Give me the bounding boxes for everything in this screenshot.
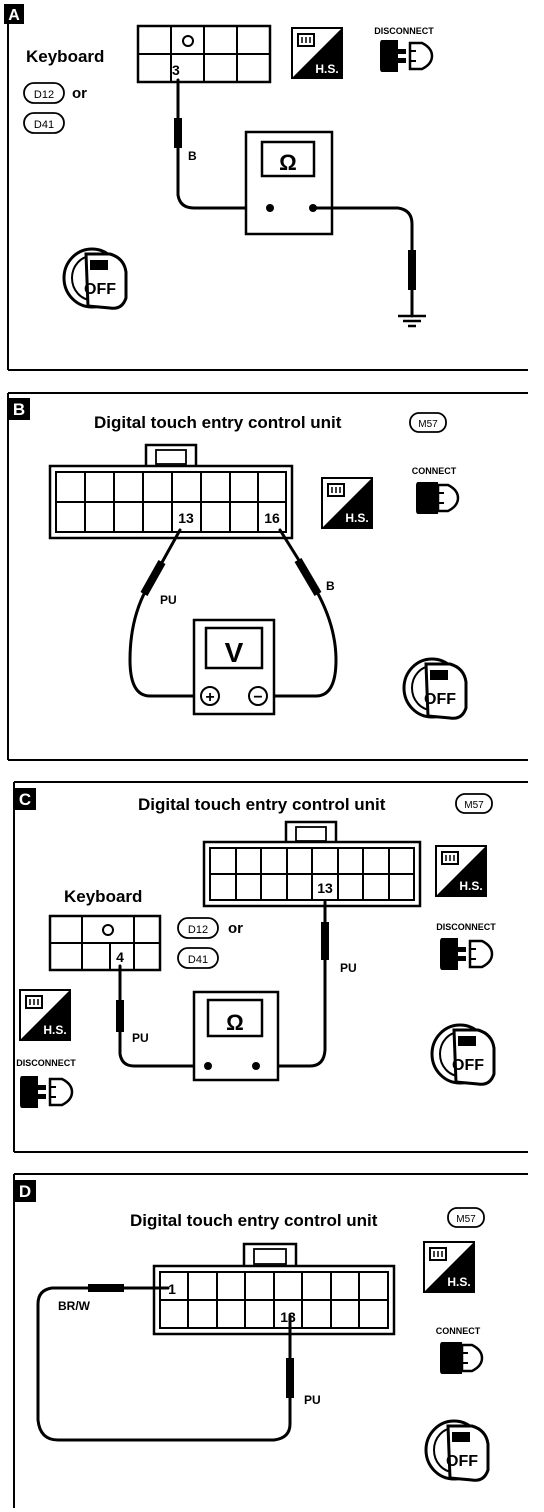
unit-code-badge — [447, 1207, 485, 1228]
wire-color-label: PU — [132, 1031, 149, 1045]
hs-label: H.S. — [345, 511, 368, 525]
connector-code-badge — [177, 917, 219, 939]
keyboard-label: Keyboard — [64, 887, 142, 906]
connector-state-label: CONNECT — [412, 466, 457, 476]
connect-icon — [438, 1340, 484, 1376]
connect-icon — [414, 480, 460, 516]
connector-state-label: DISCONNECT — [16, 1058, 76, 1068]
hs-label: H.S. — [315, 62, 338, 76]
panel-letter: D — [19, 1182, 31, 1201]
connector-code: D41 — [188, 954, 208, 966]
panel-d: D Digital touch entry control unit M57 1… — [13, 1173, 528, 1508]
key-off-label: OFF — [452, 1057, 484, 1074]
voltmeter — [192, 618, 276, 716]
wire-b — [256, 588, 338, 698]
keyboard-connector — [48, 914, 162, 972]
connector-code-badge — [177, 947, 219, 969]
unit-title: Digital touch entry control unit — [130, 1211, 378, 1230]
panel-letter-box — [4, 4, 24, 24]
connector-code: D12 — [188, 924, 208, 936]
connector-state-label: CONNECT — [436, 1326, 481, 1336]
pin-label: 13 — [178, 510, 194, 526]
connector-state-label: DISCONNECT — [374, 26, 434, 36]
wire-pu — [118, 1030, 210, 1068]
key-off-label: OFF — [424, 691, 456, 708]
wire-pu — [254, 958, 327, 1068]
panel-letter: C — [19, 790, 31, 809]
control-unit-connector — [48, 443, 294, 540]
ground-symbol — [398, 314, 426, 328]
wire-color-label: BR/W — [58, 1299, 91, 1313]
wire-pu — [128, 588, 212, 698]
pin-label: 13 — [280, 1309, 296, 1325]
wire-b — [176, 146, 272, 210]
wire-color-label: PU — [304, 1393, 321, 1407]
keyboard-connector — [136, 24, 272, 84]
ignition-key-icon — [62, 247, 128, 310]
keyboard-label: Keyboard — [26, 47, 104, 66]
panel-letter-box — [14, 1180, 36, 1202]
pin-label: 16 — [264, 510, 280, 526]
panel-c: C Digital touch entry control unit M57 1… — [13, 781, 528, 1153]
hs-label: H.S. — [447, 1275, 470, 1289]
meter-symbol: Ω — [279, 150, 297, 175]
panel-a: A Keyboard D12 or D41 3 B Ω — [4, 4, 528, 371]
pin-label: 13 — [317, 880, 333, 896]
unit-code: M57 — [456, 1214, 476, 1225]
disconnect-icon — [18, 1074, 74, 1110]
hs-label: H.S. — [459, 879, 482, 893]
key-off-label: OFF — [446, 1453, 478, 1470]
connector-code: D12 — [34, 89, 54, 101]
disconnect-icon — [378, 38, 434, 74]
or-label: or — [228, 920, 243, 937]
pin-label: 4 — [116, 949, 124, 965]
connector-code-badge — [23, 82, 65, 104]
panel-letter-box — [8, 398, 30, 420]
hs-label: H.S. — [43, 1023, 66, 1037]
negative-terminal: − — [253, 689, 262, 706]
connector-state-label: DISCONNECT — [436, 922, 496, 932]
positive-terminal: + — [205, 689, 214, 706]
control-unit-connector — [202, 820, 422, 908]
wire-brw — [36, 1286, 292, 1442]
unit-code-badge — [409, 412, 447, 433]
ohmmeter — [244, 130, 334, 236]
ignition-key-icon — [430, 1023, 496, 1086]
panel-letter: A — [8, 7, 20, 24]
control-unit-connector — [152, 1242, 396, 1336]
disconnect-icon — [438, 936, 494, 972]
wire-color-label: PU — [160, 593, 177, 607]
panel-letter: B — [13, 400, 25, 419]
connector-code-badge — [23, 112, 65, 134]
pin-label: 3 — [172, 62, 180, 78]
wire-color-label: B — [326, 579, 335, 593]
ignition-key-icon — [402, 657, 468, 720]
connector-code: D41 — [34, 119, 54, 131]
ohmmeter — [192, 990, 280, 1082]
ignition-key-icon — [424, 1419, 490, 1482]
unit-title: Digital touch entry control unit — [94, 413, 342, 432]
wire-color-label: PU — [340, 961, 357, 975]
key-off-label: OFF — [84, 281, 116, 298]
unit-title: Digital touch entry control unit — [138, 795, 386, 814]
meter-symbol: Ω — [226, 1010, 244, 1035]
or-label: or — [72, 85, 87, 102]
unit-code-badge — [455, 793, 493, 814]
pin-label: 1 — [168, 1281, 176, 1297]
panel-b: B Digital touch entry control unit M57 1… — [7, 392, 528, 761]
meter-symbol: V — [225, 637, 244, 668]
unit-code: M57 — [464, 800, 484, 811]
panel-letter-box — [14, 788, 36, 810]
unit-code: M57 — [418, 419, 438, 430]
wire-color-label: B — [188, 149, 197, 163]
